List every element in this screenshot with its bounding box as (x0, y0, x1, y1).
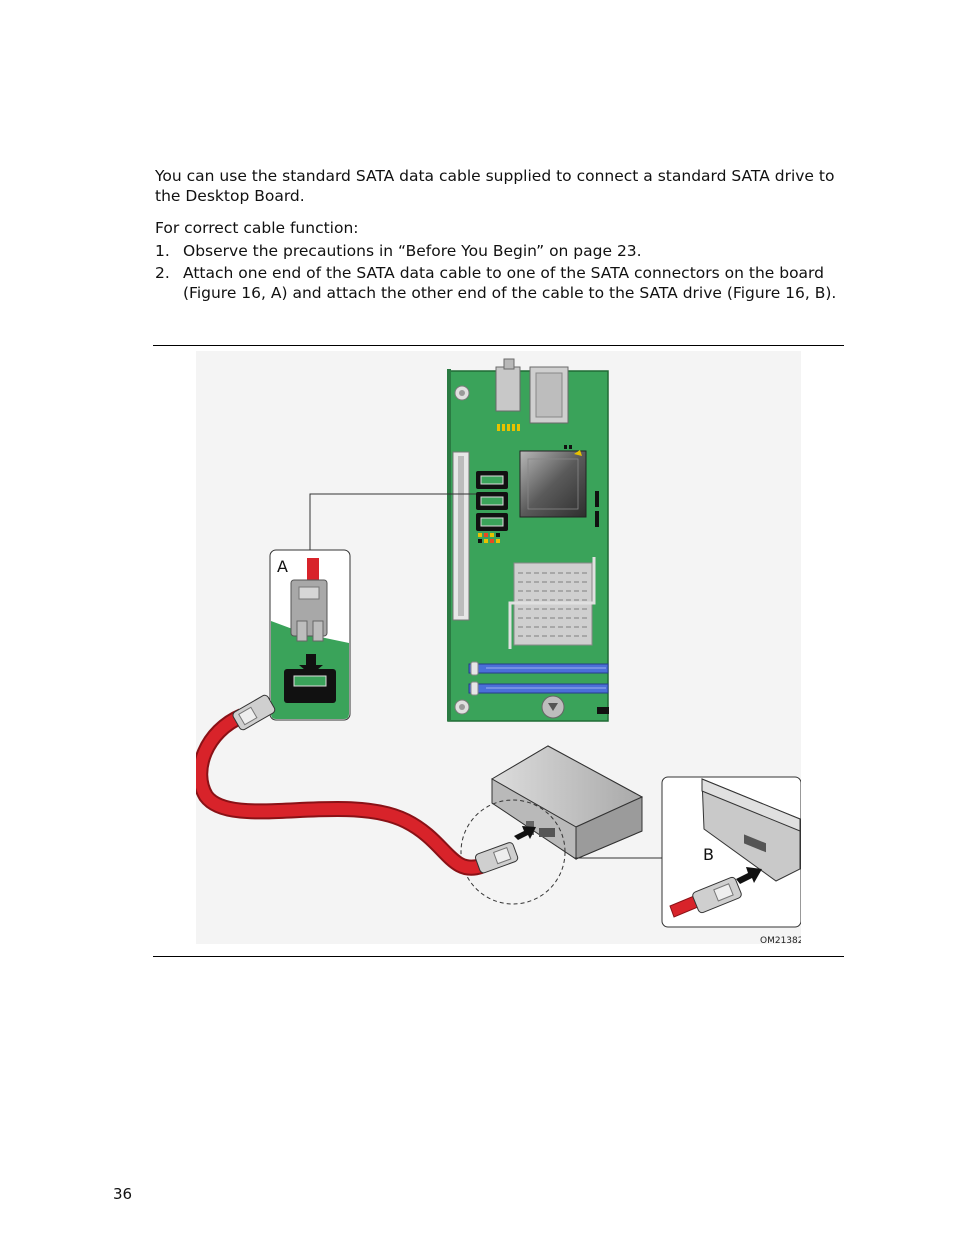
step-text: Attach one end of the SATA data cable to… (183, 263, 837, 303)
desktop-board (447, 358, 609, 722)
figure-top-rule (153, 345, 844, 346)
figure-id: OM21382 (760, 936, 801, 944)
steps-list: 1. Observe the precautions in “Before Yo… (155, 241, 855, 305)
step-item: 1. Observe the precautions in “Before Yo… (155, 241, 855, 262)
intro-paragraph: You can use the standard SATA data cable… (155, 167, 835, 205)
inset-a: A (269, 549, 351, 721)
page-number: 36 (113, 1185, 133, 1203)
figure-bottom-rule (153, 956, 844, 957)
step-number: 2. (155, 263, 170, 282)
inset-b: B (661, 776, 801, 928)
callout-leader-a (309, 493, 476, 550)
callout-b-label: B (703, 845, 714, 864)
chipset (519, 450, 587, 518)
memory-slots (468, 661, 609, 696)
step-number: 1. (155, 242, 170, 260)
step-text: Observe the precautions in “Before You B… (183, 242, 642, 260)
sata-connectors (476, 471, 508, 531)
sata-cable (196, 694, 536, 876)
step-item: 2. Attach one end of the SATA data cable… (155, 263, 855, 304)
callout-a-label: A (277, 557, 288, 576)
sata-drive (491, 745, 644, 860)
heatsink (508, 557, 596, 649)
focus-circle (460, 799, 566, 905)
sata-connection-figure: A (196, 351, 801, 944)
lead-paragraph: For correct cable function: (155, 219, 359, 237)
